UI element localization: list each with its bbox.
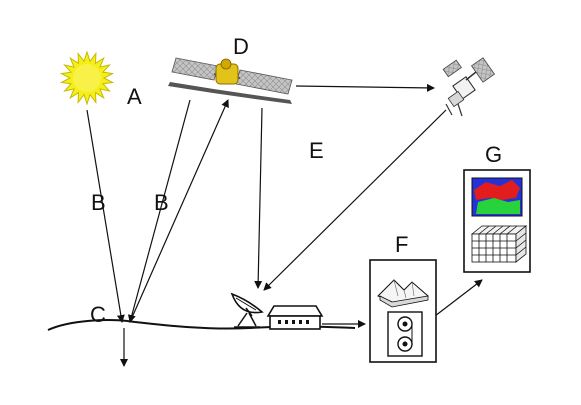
arrows bbox=[86, 83, 483, 367]
ground-to-satellite-arrow bbox=[129, 99, 229, 323]
label-g: G bbox=[485, 142, 502, 167]
label-b-right: B bbox=[154, 190, 169, 215]
relay-satellite-icon bbox=[442, 57, 496, 117]
processing-to-output-arrow bbox=[434, 279, 483, 317]
sun-icon bbox=[59, 50, 115, 106]
relay-to-dish-arrow bbox=[263, 109, 447, 291]
satellite-to-dish-arrow bbox=[254, 107, 263, 289]
satellite-to-ground-arrow bbox=[127, 99, 191, 323]
ground-station-icon bbox=[266, 305, 324, 330]
output-panel bbox=[463, 169, 531, 273]
sun-to-ground-arrow bbox=[86, 109, 125, 323]
tape-reels-icon bbox=[387, 311, 423, 357]
satellite-to-relay-arrow bbox=[295, 83, 435, 92]
label-e: E bbox=[309, 138, 324, 163]
label-b-left: B bbox=[91, 190, 106, 215]
terrain-model-icon bbox=[377, 279, 429, 308]
label-d: D bbox=[233, 34, 249, 59]
satellite-dish-icon bbox=[230, 292, 264, 328]
label-a: A bbox=[127, 84, 142, 109]
label-c: C bbox=[90, 302, 106, 327]
label-f: F bbox=[395, 232, 408, 257]
satellite-icon bbox=[168, 57, 293, 104]
classified-map-icon bbox=[471, 177, 523, 217]
data-cube-icon bbox=[470, 225, 528, 263]
processing-panel bbox=[369, 259, 437, 363]
